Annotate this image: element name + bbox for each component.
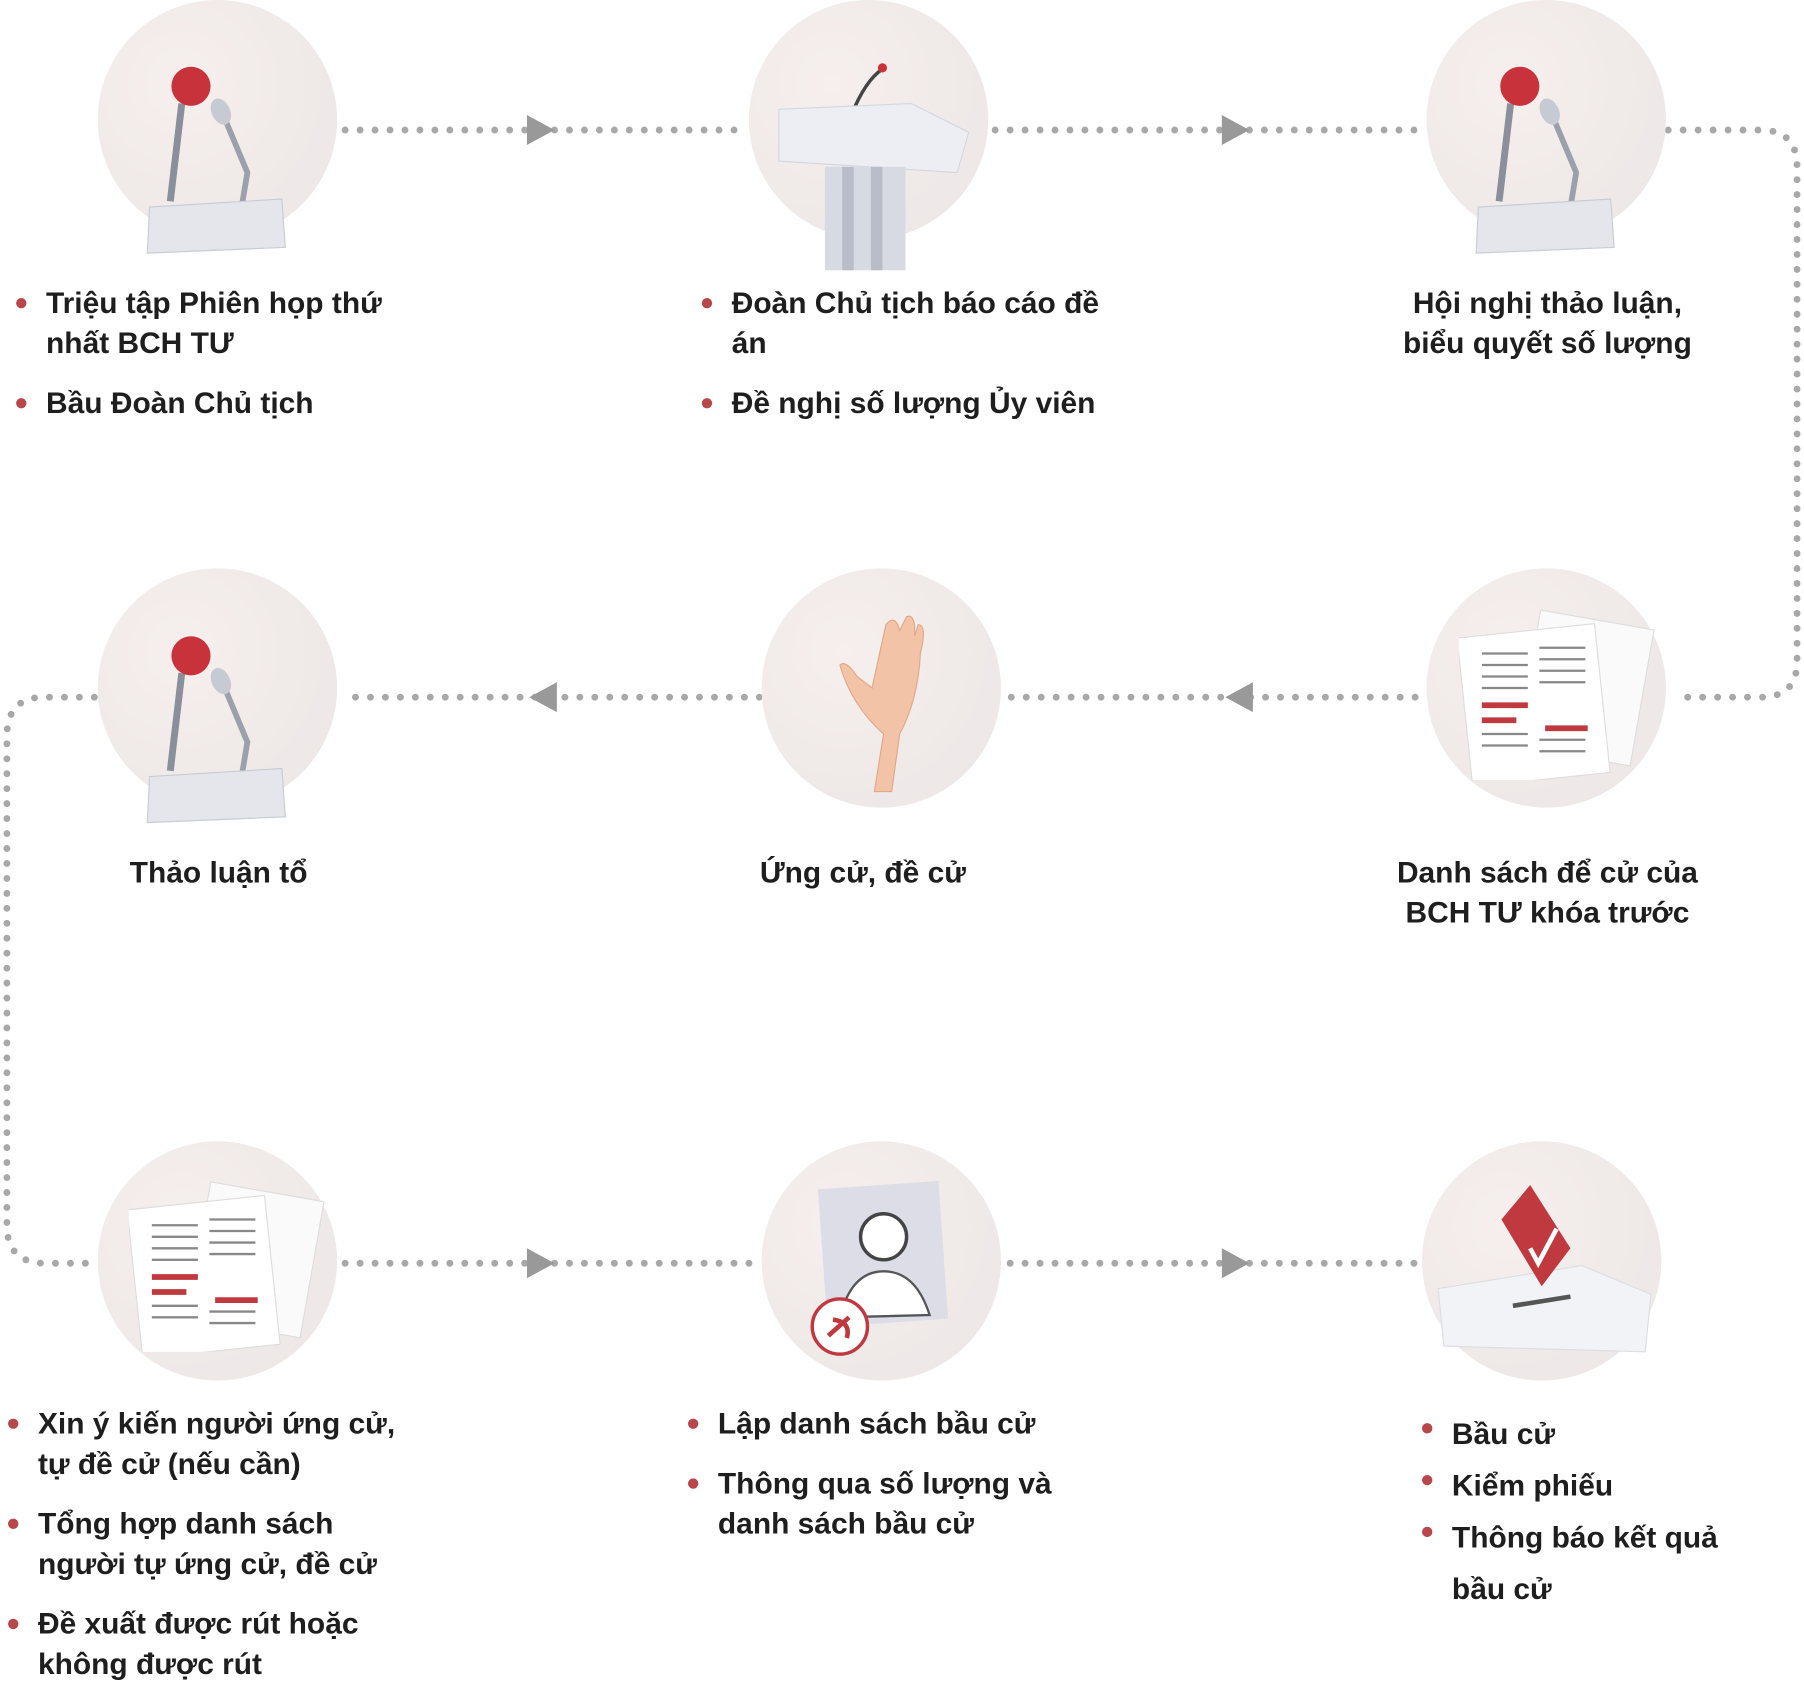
microphones-icon — [146, 66, 286, 254]
arrow-left-icon — [529, 682, 557, 713]
arrow-right-icon — [526, 1248, 555, 1279]
list-item: Kiểm phiếu — [1422, 1460, 1763, 1512]
list-item: Đoàn Chủ tịch báo cáo đề án — [701, 283, 1100, 364]
step-1-text: Triệu tập Phiên họp thứ nhất BCH TƯ Bầu … — [16, 283, 437, 443]
list-item: Đề nghị số lượng Ủy viên — [701, 383, 1100, 423]
step-4-label: Danh sách để cử của BCH TƯ khóa trước — [1396, 854, 1698, 930]
documents-icon — [1458, 609, 1655, 781]
step-8-text: Lập danh sách bầu cử Thông qua số lượng … — [687, 1404, 1086, 1564]
connector-6-7 — [3, 693, 98, 1267]
list-item: Thông báo kết quả bầu cử — [1422, 1512, 1763, 1616]
step-7-text: Xin ý kiến người ứng cử, tự đề cử (nếu c… — [8, 1404, 406, 1704]
podium-icon — [778, 63, 970, 271]
arrow-right-icon — [1221, 1248, 1250, 1279]
list-item: Đề xuất được rút hoặc không được rút — [8, 1604, 406, 1685]
list-item: Tổng hợp danh sách người tự ứng cử, đề c… — [8, 1504, 406, 1585]
step-5-label: Ứng cử, đề cử — [759, 854, 966, 890]
candidate-portrait-icon — [810, 1180, 949, 1356]
documents-icon — [128, 1181, 325, 1352]
ballot-box-icon — [1437, 1185, 1651, 1353]
list-item: Lập danh sách bầu cử — [687, 1404, 1086, 1444]
arrow-left-icon — [1225, 682, 1253, 713]
list-item: Bầu cử — [1422, 1408, 1763, 1460]
list-item: Bầu Đoàn Chủ tịch — [16, 383, 437, 423]
step-2-text: Đoàn Chủ tịch báo cáo đề án Đề nghị số l… — [701, 283, 1100, 443]
step-9-text: Bầu cử Kiểm phiếu Thông báo kết quả bầu … — [1422, 1408, 1763, 1616]
list-item: Thông qua số lượng và danh sách bầu cử — [687, 1463, 1086, 1544]
list-item: Triệu tập Phiên họp thứ nhất BCH TƯ — [16, 283, 437, 364]
step-3-label: Hội nghị thảo luận, biểu quyết số lượng — [1402, 285, 1692, 361]
step-6-label: Thảo luận tổ — [129, 854, 308, 890]
arrow-right-icon — [1221, 115, 1250, 145]
connector-3-4 — [1664, 126, 1801, 701]
list-item: Xin ý kiến người ứng cử, tự đề cử (nếu c… — [8, 1404, 406, 1485]
microphones-icon — [1475, 66, 1615, 254]
arrow-right-icon — [526, 115, 555, 145]
microphones-icon — [146, 636, 286, 824]
raised-hand-icon — [839, 615, 924, 793]
